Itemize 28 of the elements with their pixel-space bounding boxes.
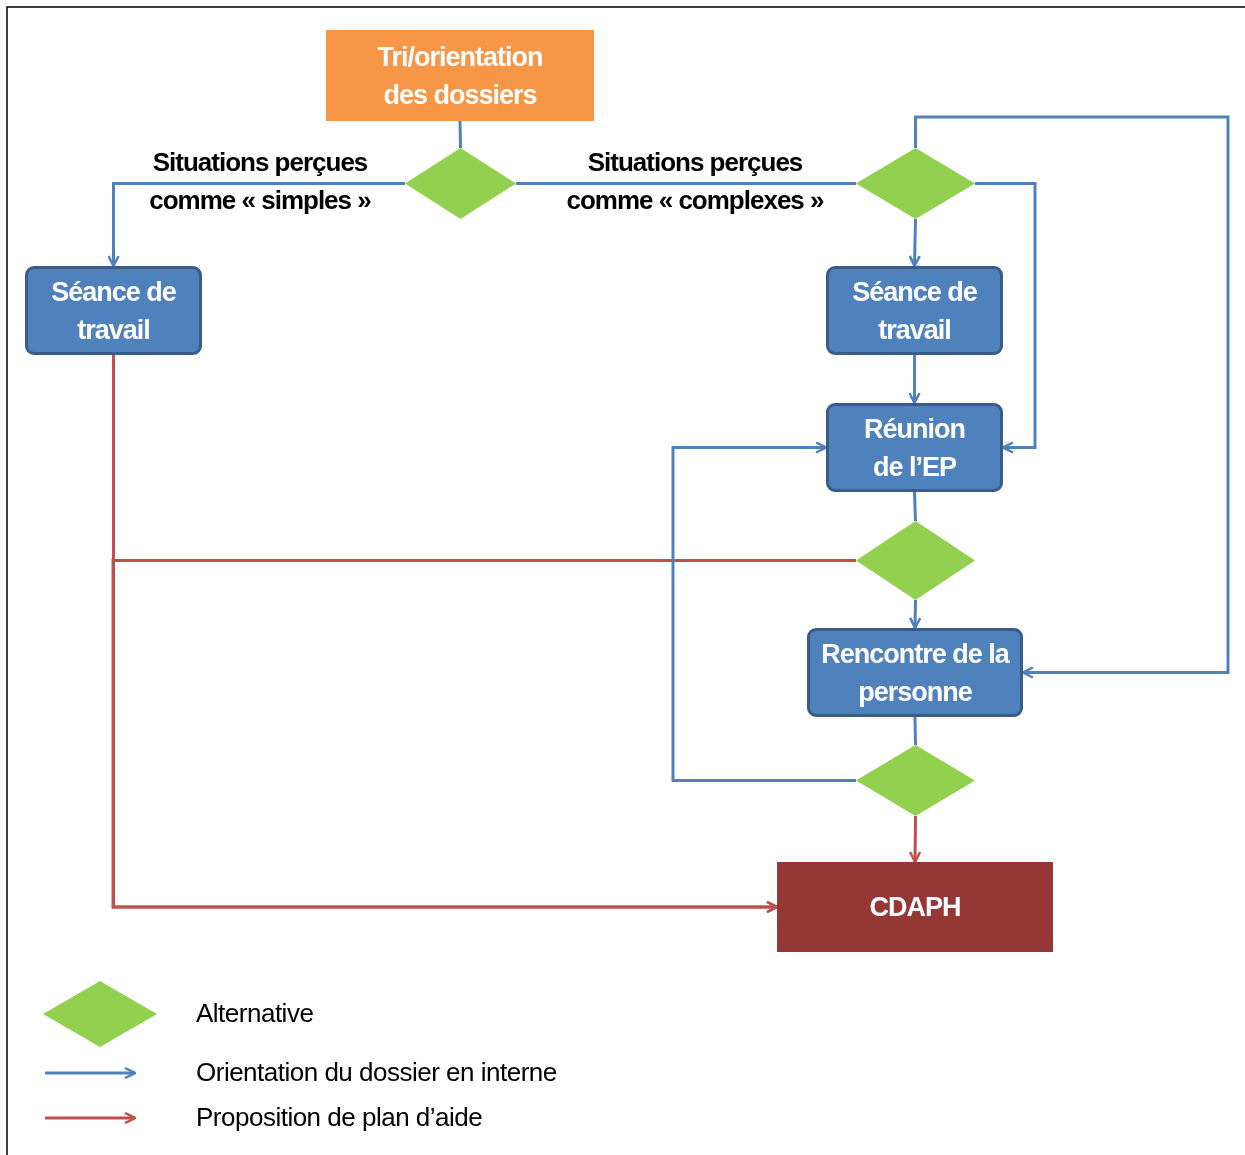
connector-line — [913, 716, 917, 746]
arrow — [112, 355, 779, 914]
process-box: Séance de travail — [826, 266, 1003, 355]
connector-line — [458, 120, 462, 149]
diamond-shape — [856, 745, 975, 816]
process-box: Réunion de l’EP — [826, 403, 1003, 492]
edge-label: Situations perçues comme « complexes » — [565, 146, 825, 217]
arrow — [671, 441, 856, 782]
edge-label: Situations perçues comme « simples » — [148, 146, 372, 217]
legend-label: Alternative — [196, 998, 314, 1029]
diamond-shape — [856, 521, 975, 600]
arrow — [908, 816, 922, 864]
connector-line — [516, 182, 856, 185]
terminal-box: CDAPH — [777, 862, 1053, 952]
arrow — [908, 218, 921, 268]
arrow — [908, 599, 922, 630]
connector-line — [913, 491, 917, 522]
arrow — [975, 182, 1037, 454]
process-box: Séance de travail — [25, 266, 202, 355]
diamond-shape — [856, 148, 975, 219]
diamond-shape — [405, 148, 516, 219]
legend-label: Proposition de plan d’aide — [196, 1102, 483, 1133]
process-box: Rencontre de la personne — [807, 628, 1023, 717]
process-box: Tri/orientation des dossiers — [326, 30, 594, 121]
arrow — [908, 355, 921, 405]
arrow — [914, 115, 1230, 679]
arrow — [107, 182, 405, 268]
legend-label: Orientation du dossier en interne — [196, 1057, 557, 1088]
